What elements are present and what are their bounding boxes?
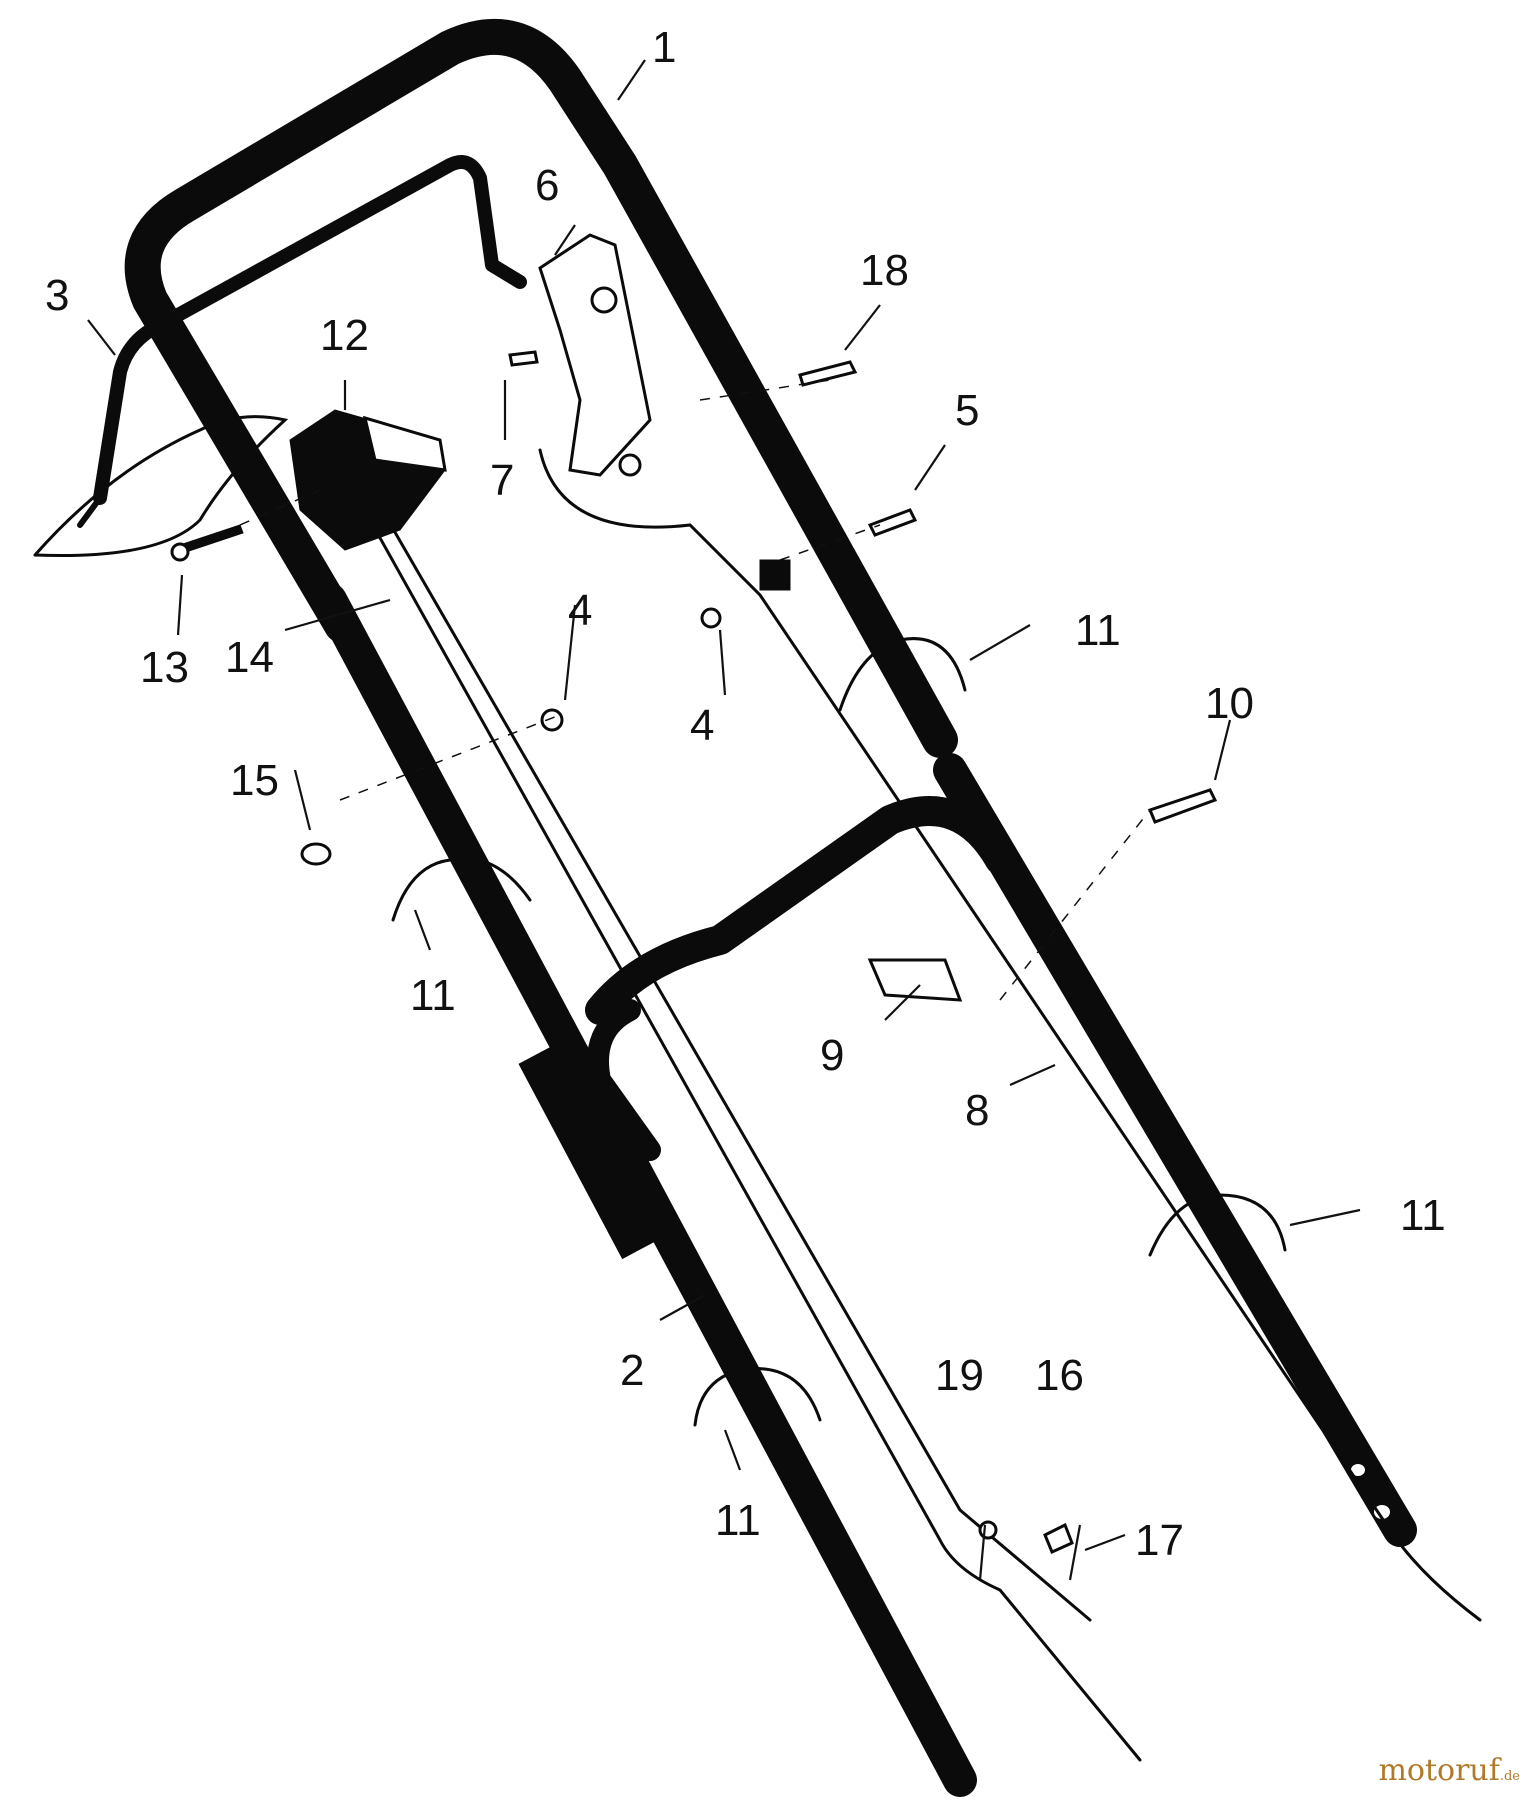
lower-handle <box>313 583 1417 1797</box>
callout-8: 8 <box>965 1086 989 1135</box>
callout-11-upper-right: 11 <box>1075 606 1121 655</box>
guide-lines <box>239 379 1151 1001</box>
callout-7: 7 <box>490 456 514 505</box>
callout-11-left: 11 <box>410 971 456 1020</box>
callout-11-lower-right: 11 <box>1400 1191 1446 1240</box>
watermark-name: motoruf <box>1378 1753 1500 1788</box>
watermark-logo: motoruf.de <box>1378 1753 1520 1788</box>
control-bail <box>33 155 527 558</box>
callout-14: 14 <box>225 633 274 682</box>
control-cables <box>368 448 1482 1762</box>
cable-ties <box>391 637 1287 1427</box>
callout-3: 3 <box>45 271 69 320</box>
zone-control <box>289 409 447 551</box>
leader-lines <box>87 59 1361 1581</box>
upper-handle <box>124 18 958 758</box>
callout-13: 13 <box>140 643 189 692</box>
watermark-tld: .de <box>1499 1769 1520 1784</box>
callout-5: 5 <box>955 386 979 435</box>
callout-11-bottom: 11 <box>715 1496 761 1545</box>
throttle-control <box>538 233 652 477</box>
callout-4-lower: 4 <box>690 701 714 750</box>
callout-18: 18 <box>860 246 909 295</box>
callout-4: 4 <box>568 586 592 635</box>
callout-17: 17 <box>1135 1516 1184 1565</box>
callout-10: 10 <box>1205 679 1254 728</box>
callout-9: 9 <box>820 1031 844 1080</box>
callout-16: 16 <box>1035 1351 1084 1400</box>
hardware <box>170 350 1218 1555</box>
callout-6: 6 <box>535 161 559 210</box>
callout-labels: 1 2 3 4 4 5 6 7 8 9 10 11 11 11 11 11 12… <box>45 23 1446 1565</box>
callout-12: 12 <box>320 311 369 360</box>
callout-19: 19 <box>935 1351 984 1400</box>
callout-15: 15 <box>230 756 279 805</box>
callout-2: 2 <box>620 1346 644 1395</box>
callout-1: 1 <box>652 23 676 72</box>
